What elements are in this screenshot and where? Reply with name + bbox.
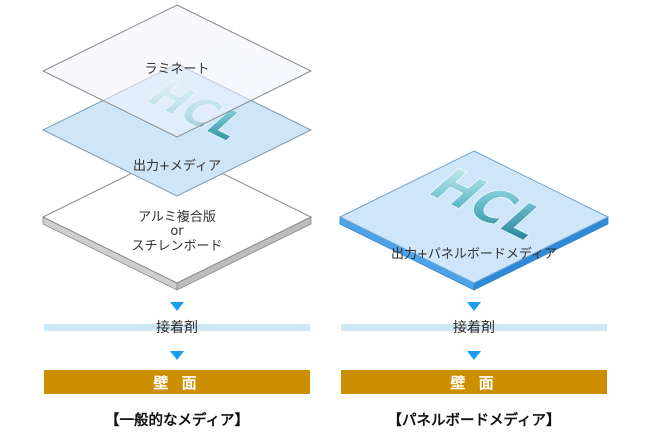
panel-board-label: 出力+パネルボードメディア [391, 246, 557, 262]
adhesive-band-panel [341, 324, 607, 331]
adhesive-band-general [44, 324, 310, 331]
adhesive-label-panel: 接着剤 [453, 319, 495, 336]
laminate-layer [41, 4, 313, 138]
wall-bar-general [44, 370, 310, 394]
general-media-stack: HCL ラミネート 出力+メディア アルミ複合版 or スチレンボード [41, 4, 313, 291]
adhesive-label-general: 接着剤 [156, 319, 198, 336]
substrate-layer [41, 150, 313, 291]
substrate-label-line2: or [170, 224, 184, 239]
down-arrow-icon [467, 351, 481, 360]
substrate-label-line3: スチレンボード [131, 239, 222, 254]
caption-panel-media: 【パネルボードメディア】 [388, 411, 561, 429]
substrate-label-line1: アルミ複合版 [138, 209, 216, 225]
caption-general-media: 【一般的なメディア】 [105, 411, 249, 429]
wall-label-panel: 壁 面 [450, 374, 497, 392]
wall-label-general: 壁 面 [153, 374, 200, 392]
panel-board-layer [338, 150, 610, 284]
panel-media-stack: HCL 出力+パネルボードメディア [338, 150, 610, 291]
wall-bar-panel [341, 370, 607, 394]
down-arrow-icon [170, 302, 184, 311]
down-arrow-icon [467, 302, 481, 311]
print-media-label: 出力+メディア [133, 158, 221, 174]
down-arrow-icon [170, 351, 184, 360]
laminate-label: ラミネート [144, 62, 209, 77]
